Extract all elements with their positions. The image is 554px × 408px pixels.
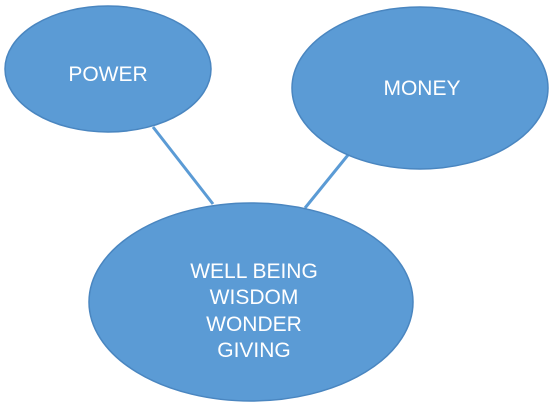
money-ellipse [291,6,549,170]
center-line-wonder: WONDER [206,313,302,336]
center-line-giving: GIVING [217,339,291,362]
center-node: WELL BEING WISDOM WONDER GIVING [88,202,414,402]
money-label: MONEY [383,77,460,100]
money-node: MONEY [291,6,549,170]
power-node: POWER [4,5,212,133]
center-line-wisdom: WISDOM [210,286,299,309]
power-label: POWER [68,63,147,86]
connector-money-to-center [303,154,350,209]
power-ellipse [4,5,212,133]
center-line-well-being: WELL BEING [190,260,318,283]
connector-power-to-center [151,126,215,205]
center-ellipse [88,202,414,402]
